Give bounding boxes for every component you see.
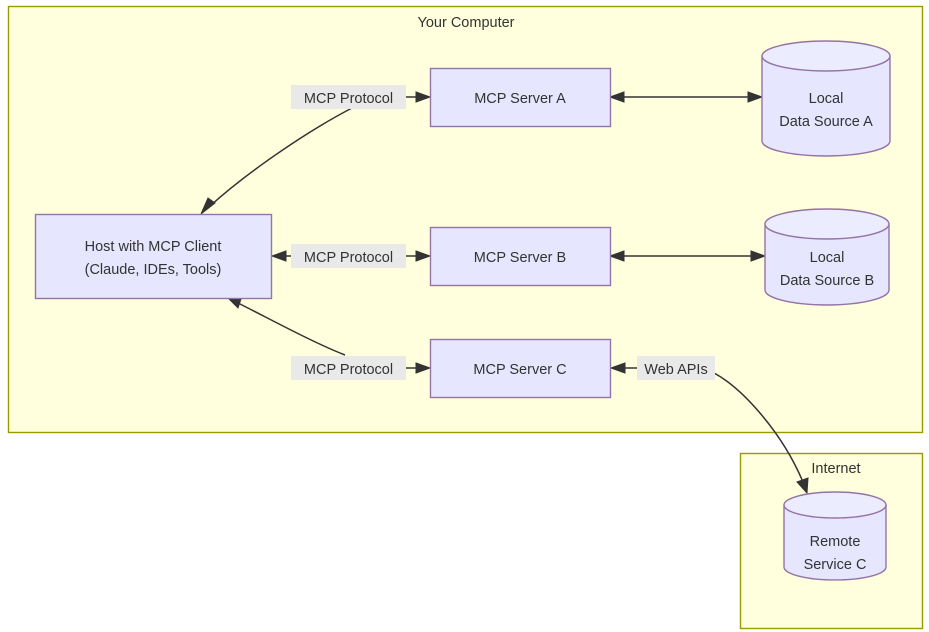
node-server-c-label: MCP Server C bbox=[473, 362, 566, 378]
node-remote-service-c-label-line1: Remote bbox=[810, 534, 861, 550]
node-data-source-b-body bbox=[764, 223, 890, 306]
edge-label-mcp-protocol-b-bg bbox=[291, 244, 406, 268]
node-data-source-a-label-line1: Local bbox=[809, 91, 844, 107]
node-remote-service-c-body bbox=[783, 504, 887, 581]
edge-mcp-protocol-a-curve-head bbox=[200, 197, 216, 215]
edge-server-b-data-b-head-left bbox=[608, 250, 625, 262]
edge-label-web-apis-bg bbox=[637, 356, 715, 380]
edge-mcp-protocol-a-head bbox=[415, 91, 432, 103]
node-remote-service-c[interactable]: Remote Service C bbox=[783, 491, 887, 581]
node-host-label-line2: (Claude, IDEs, Tools) bbox=[85, 262, 222, 278]
edge-label-mcp-protocol-b-text: MCP Protocol bbox=[304, 250, 393, 266]
node-server-b-label: MCP Server B bbox=[474, 250, 566, 266]
edge-server-a-data-a-head-right bbox=[747, 91, 764, 103]
edge-label-mcp-protocol-c-text: MCP Protocol bbox=[304, 362, 393, 378]
edge-mcp-protocol-c-curve bbox=[237, 302, 346, 356]
node-server-a-label: MCP Server A bbox=[474, 91, 566, 107]
node-server-b[interactable] bbox=[429, 226, 612, 287]
region-your-computer-title: Your Computer bbox=[418, 15, 515, 31]
edge-mcp-protocol-a-curve bbox=[209, 105, 357, 207]
edge-mcp-protocol-b-head-right bbox=[415, 250, 432, 262]
node-data-source-b[interactable]: Local Data Source B bbox=[764, 208, 890, 306]
edge-label-mcp-protocol-b: MCP Protocol bbox=[291, 244, 406, 268]
edge-mcp-protocol-c-head bbox=[415, 362, 432, 374]
node-data-source-a-label-line2: Data Source A bbox=[779, 114, 873, 130]
node-data-source-b-label-line2: Data Source B bbox=[780, 273, 874, 289]
edge-web-apis-curve bbox=[713, 372, 804, 483]
node-server-c[interactable] bbox=[429, 338, 612, 399]
region-internet-title: Internet bbox=[811, 461, 860, 477]
node-data-source-b-top bbox=[764, 208, 890, 240]
edge-label-mcp-protocol-a: MCP Protocol bbox=[291, 85, 406, 109]
edge-mcp-protocol-b-head-left bbox=[270, 250, 287, 262]
edge-web-apis-head bbox=[609, 362, 626, 374]
node-host[interactable] bbox=[34, 213, 273, 300]
edge-server-a-data-a-head-left bbox=[608, 91, 625, 103]
edge-label-mcp-protocol-a-bg bbox=[291, 85, 406, 109]
node-remote-service-c-top bbox=[783, 491, 887, 519]
node-data-source-a[interactable]: Local Data Source A bbox=[761, 40, 891, 157]
node-data-source-a-body bbox=[761, 55, 891, 157]
node-data-source-b-label-line1: Local bbox=[810, 250, 845, 266]
edge-label-mcp-protocol-c: MCP Protocol bbox=[291, 356, 406, 380]
node-host-label-line1: Host with MCP Client bbox=[85, 239, 222, 255]
edge-web-apis-curve-head bbox=[796, 477, 809, 495]
edge-label-mcp-protocol-a-text: MCP Protocol bbox=[304, 91, 393, 107]
edge-label-web-apis-text: Web APIs bbox=[644, 362, 707, 378]
node-server-a[interactable] bbox=[429, 67, 612, 128]
node-data-source-a-top bbox=[761, 40, 891, 72]
edge-label-mcp-protocol-c-bg bbox=[291, 356, 406, 380]
edge-label-web-apis: Web APIs bbox=[637, 356, 715, 380]
node-remote-service-c-label-line2: Service C bbox=[804, 557, 867, 573]
edge-server-b-data-b-head-right bbox=[750, 250, 767, 262]
